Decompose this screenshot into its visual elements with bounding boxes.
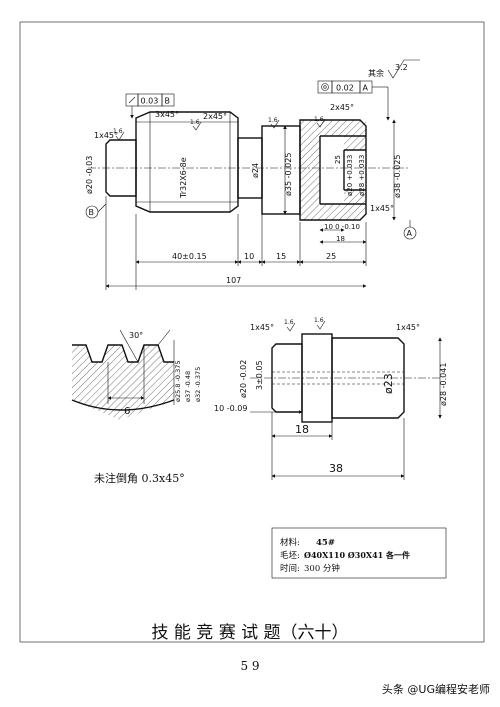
page-title: 技 能 竞 赛 试 题（六十） — [151, 622, 348, 643]
s2-d28-label: ø28 -0.041 — [439, 363, 448, 406]
d28-bore-label: ø28 +0.033 — [358, 155, 366, 196]
s2-d3-label: 3±0.05 — [255, 360, 264, 390]
s2-l10-label: 10 -0.09 — [214, 404, 247, 413]
time-value: 300 分钟 — [304, 563, 340, 574]
s2-d20-label: ø20 -0.02 — [239, 360, 248, 398]
page-number: 5 9 — [240, 659, 259, 673]
shaft1-roughness-marks: 1.6 1.6 1.6 1.6 — [113, 116, 326, 141]
position-tolerance-frame: 0.02 A — [317, 80, 390, 121]
bore-length-dims: 10 0 -0.10 18 — [319, 223, 367, 244]
d35-label: ø35 -0.025 — [284, 153, 293, 196]
shaft1-length-dims: 40±0.15 10 15 25 107 — [105, 196, 367, 290]
l107-label: 107 — [226, 276, 241, 285]
chamfer-right-label: 2x45° — [330, 103, 354, 112]
d24-label: ø24 — [251, 163, 260, 178]
s2-ra1: 1.6 — [284, 319, 294, 326]
datum-b-letter: B — [89, 208, 95, 217]
chamfer-thread-label: 3x45° — [155, 110, 179, 119]
shaft2-labels: 1x45° 1x45° 1.6 1.6 ø20 -0.02 3±0.05 ø23… — [239, 317, 448, 419]
datum-a-symbol: A — [403, 220, 417, 240]
ra-d35: 1.6 — [268, 117, 278, 124]
chamfer-note: 未注倒角 0.3x45° — [94, 471, 185, 485]
l10-label: 10 — [244, 252, 254, 261]
blank-label: 毛坯: — [280, 550, 300, 561]
material-label: 材料: — [280, 537, 300, 548]
d20-label: ø20 -0.03 — [85, 156, 94, 194]
shaft1-chamfer-labels: 1x45° 3x45° 2x45° 2x45° 1x45° — [94, 103, 394, 213]
profile-d32-label: ø32 -0.375 — [194, 367, 202, 402]
c25-label: 25 — [334, 155, 342, 164]
blank-value: Ø40X110 Ø30X41 各一件 — [304, 550, 410, 560]
runout-tol-value: 0.03 — [141, 97, 159, 106]
l18-label: 18 — [336, 235, 345, 243]
roughness-other-label: 其余 — [368, 68, 384, 78]
position-datum-ref: A — [363, 84, 369, 93]
s2-chamfer-left: 1x45° — [250, 323, 274, 332]
d20-bore-label: ø20 +0.033 — [346, 155, 354, 196]
profile-angle-label: 30° — [129, 331, 143, 340]
l15-label: 15 — [276, 252, 286, 261]
roughness-top-value: 3.2 — [395, 63, 408, 72]
shaft2-length-dims: 10 -0.09 18 38 — [214, 404, 405, 480]
chamfer-mid-label: 2x45° — [203, 112, 227, 121]
s2-l18-label: 18 — [295, 423, 309, 436]
position-tol-value: 0.02 — [336, 84, 354, 93]
sheet-border — [19, 21, 485, 643]
ra-thread: 1.6 — [190, 119, 200, 126]
spec-table: 材料: 45# 毛坯: Ø40X110 Ø30X41 各一件 时间: 300 分… — [271, 527, 447, 579]
runout-tolerance-frame: 0.03 B — [125, 93, 175, 119]
watermark: 头条 @UG编程安老师 — [382, 682, 490, 696]
datum-b-symbol: B — [85, 203, 107, 219]
s2-d23-label: ø23 — [382, 373, 395, 394]
s2-l38-label: 38 — [329, 462, 343, 475]
profile-d25-label: ø25.8 -0.375 — [174, 361, 182, 402]
time-label: 时间: — [280, 563, 300, 574]
shaft-second-view — [250, 333, 440, 423]
ra-d38: 1.6 — [314, 116, 324, 123]
profile-pitch-label: 6 — [124, 406, 130, 417]
chamfer-bottom-right-label: 1x45° — [370, 204, 394, 213]
s2-chamfer-right: 1x45° — [396, 323, 420, 332]
shaft-main-view — [88, 111, 408, 221]
runout-datum-ref: B — [165, 97, 171, 106]
thread-profile-detail: 30° 6 ø25.8 -0.375 ø37 -0.48 ø32 -0.375 — [71, 329, 202, 420]
chamfer-left-label: 1x45° — [94, 131, 118, 140]
shaft1-diameter-labels: ø20 -0.03 Tr32X6-8e ø24 ø35 -0.025 25 ø2… — [85, 119, 402, 221]
d38-label: ø38 -0.025 — [393, 155, 402, 198]
profile-d37-label: ø37 -0.48 — [184, 371, 192, 402]
l40-label: 40±0.15 — [172, 252, 207, 261]
roughness-default: 其余 3.2 — [368, 59, 420, 79]
s2-ra2: 1.6 — [314, 317, 324, 324]
datum-a-letter: A — [407, 229, 413, 238]
material-value: 45# — [316, 538, 335, 548]
l25-label: 25 — [326, 252, 336, 261]
ra-left: 1.6 — [113, 128, 123, 135]
l10b-label: 10 0 -0.10 — [324, 223, 360, 231]
thread-label: Tr32X6-8e — [179, 157, 188, 199]
